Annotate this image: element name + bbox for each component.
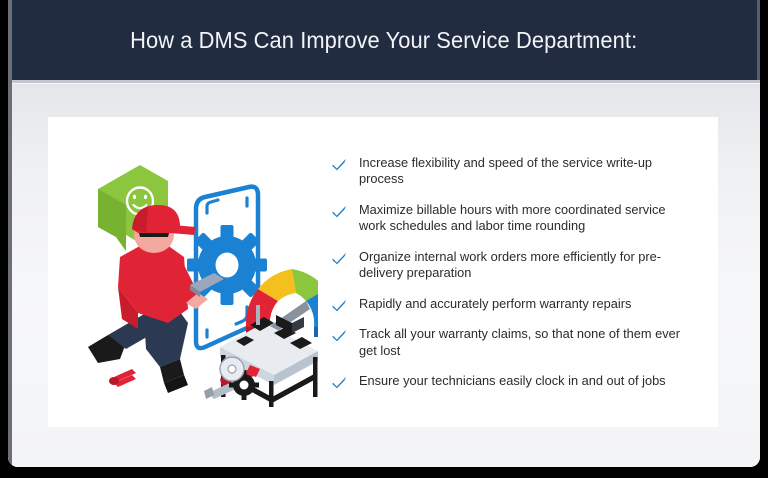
infographic-frame: How a DMS Can Improve Your Service Depar… — [8, 0, 760, 467]
list-item: Ensure your technicians easily clock in … — [332, 373, 698, 390]
list-item: Maximize billable hours with more coordi… — [332, 202, 698, 235]
list-item: Track all your warranty claims, so that … — [332, 326, 698, 359]
list-item-label: Rapidly and accurately perform warranty … — [359, 295, 632, 311]
check-icon — [332, 376, 346, 389]
check-icon — [332, 252, 346, 264]
list-item: Organize internal work orders more effic… — [332, 249, 698, 282]
header-bar: How a DMS Can Improve Your Service Depar… — [8, 0, 760, 83]
list-item-label: Maximize billable hours with more coordi… — [359, 201, 666, 234]
header-right-edge — [757, 0, 760, 80]
list-item-label: Track all your warranty claims, so that … — [359, 326, 680, 358]
hand-tools-icons — [109, 356, 260, 400]
list-item: Rapidly and accurately perform warranty … — [332, 296, 698, 313]
check-icon — [332, 205, 346, 217]
benefits-list: Increase flexibility and speed of the se… — [318, 155, 718, 390]
content-card: Increase flexibility and speed of the se… — [48, 117, 718, 427]
list-item-label: Increase flexibility and speed of the se… — [359, 154, 653, 187]
check-icon — [332, 299, 346, 311]
technician-figure — [88, 205, 224, 393]
service-technician-illustration — [68, 137, 318, 407]
list-item-label: Ensure your technicians easily clock in … — [359, 373, 666, 388]
left-edge-strip — [8, 0, 12, 467]
page-title: How a DMS Can Improve Your Service Depar… — [130, 26, 638, 53]
check-icon — [332, 329, 346, 342]
list-item-label: Organize internal work orders more effic… — [359, 248, 662, 281]
list-item: Increase flexibility and speed of the se… — [332, 155, 698, 188]
check-icon — [332, 158, 346, 170]
